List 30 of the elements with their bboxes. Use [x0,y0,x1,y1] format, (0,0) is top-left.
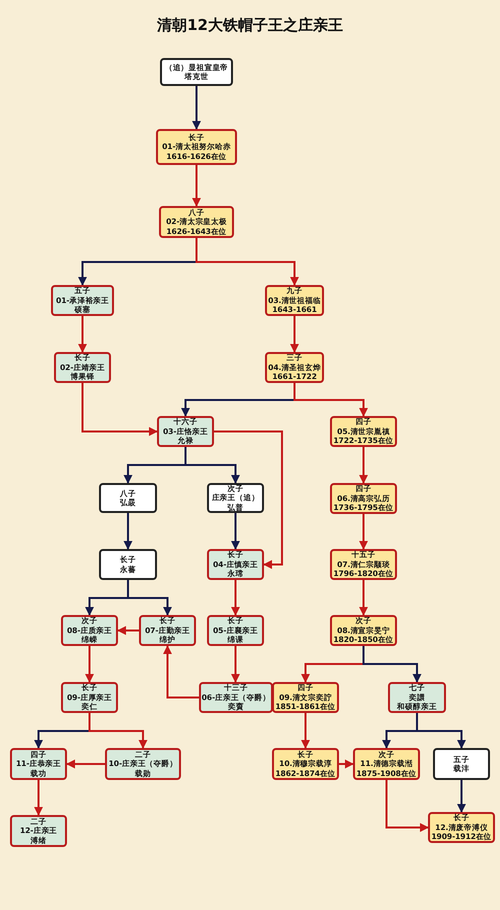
arrow [359,580,368,616]
arrow [85,646,94,683]
arrow [386,780,429,832]
arrow [184,447,240,484]
arrow [163,645,199,698]
arrow [124,513,132,550]
arrow [214,430,283,569]
arrow [362,646,422,683]
arrow [231,646,240,683]
arrow [66,760,105,768]
arrow [339,760,354,768]
arrow [82,383,158,436]
arrow [117,626,139,635]
arrow [34,780,43,816]
arrow [231,513,240,550]
arrow [359,447,368,484]
arrow [192,165,201,207]
arrow [290,316,299,353]
arrow [359,514,368,550]
arrow [294,383,368,417]
arrow [196,238,299,286]
arrow [416,713,466,749]
arrow [78,316,87,353]
arrow [301,713,310,749]
arrow [88,713,148,749]
arrow [127,580,172,616]
arrow [457,780,466,813]
title: 清朝12大铁帽子王之庄亲王 [156,16,344,35]
arrow [192,86,201,130]
arrow [231,580,240,616]
